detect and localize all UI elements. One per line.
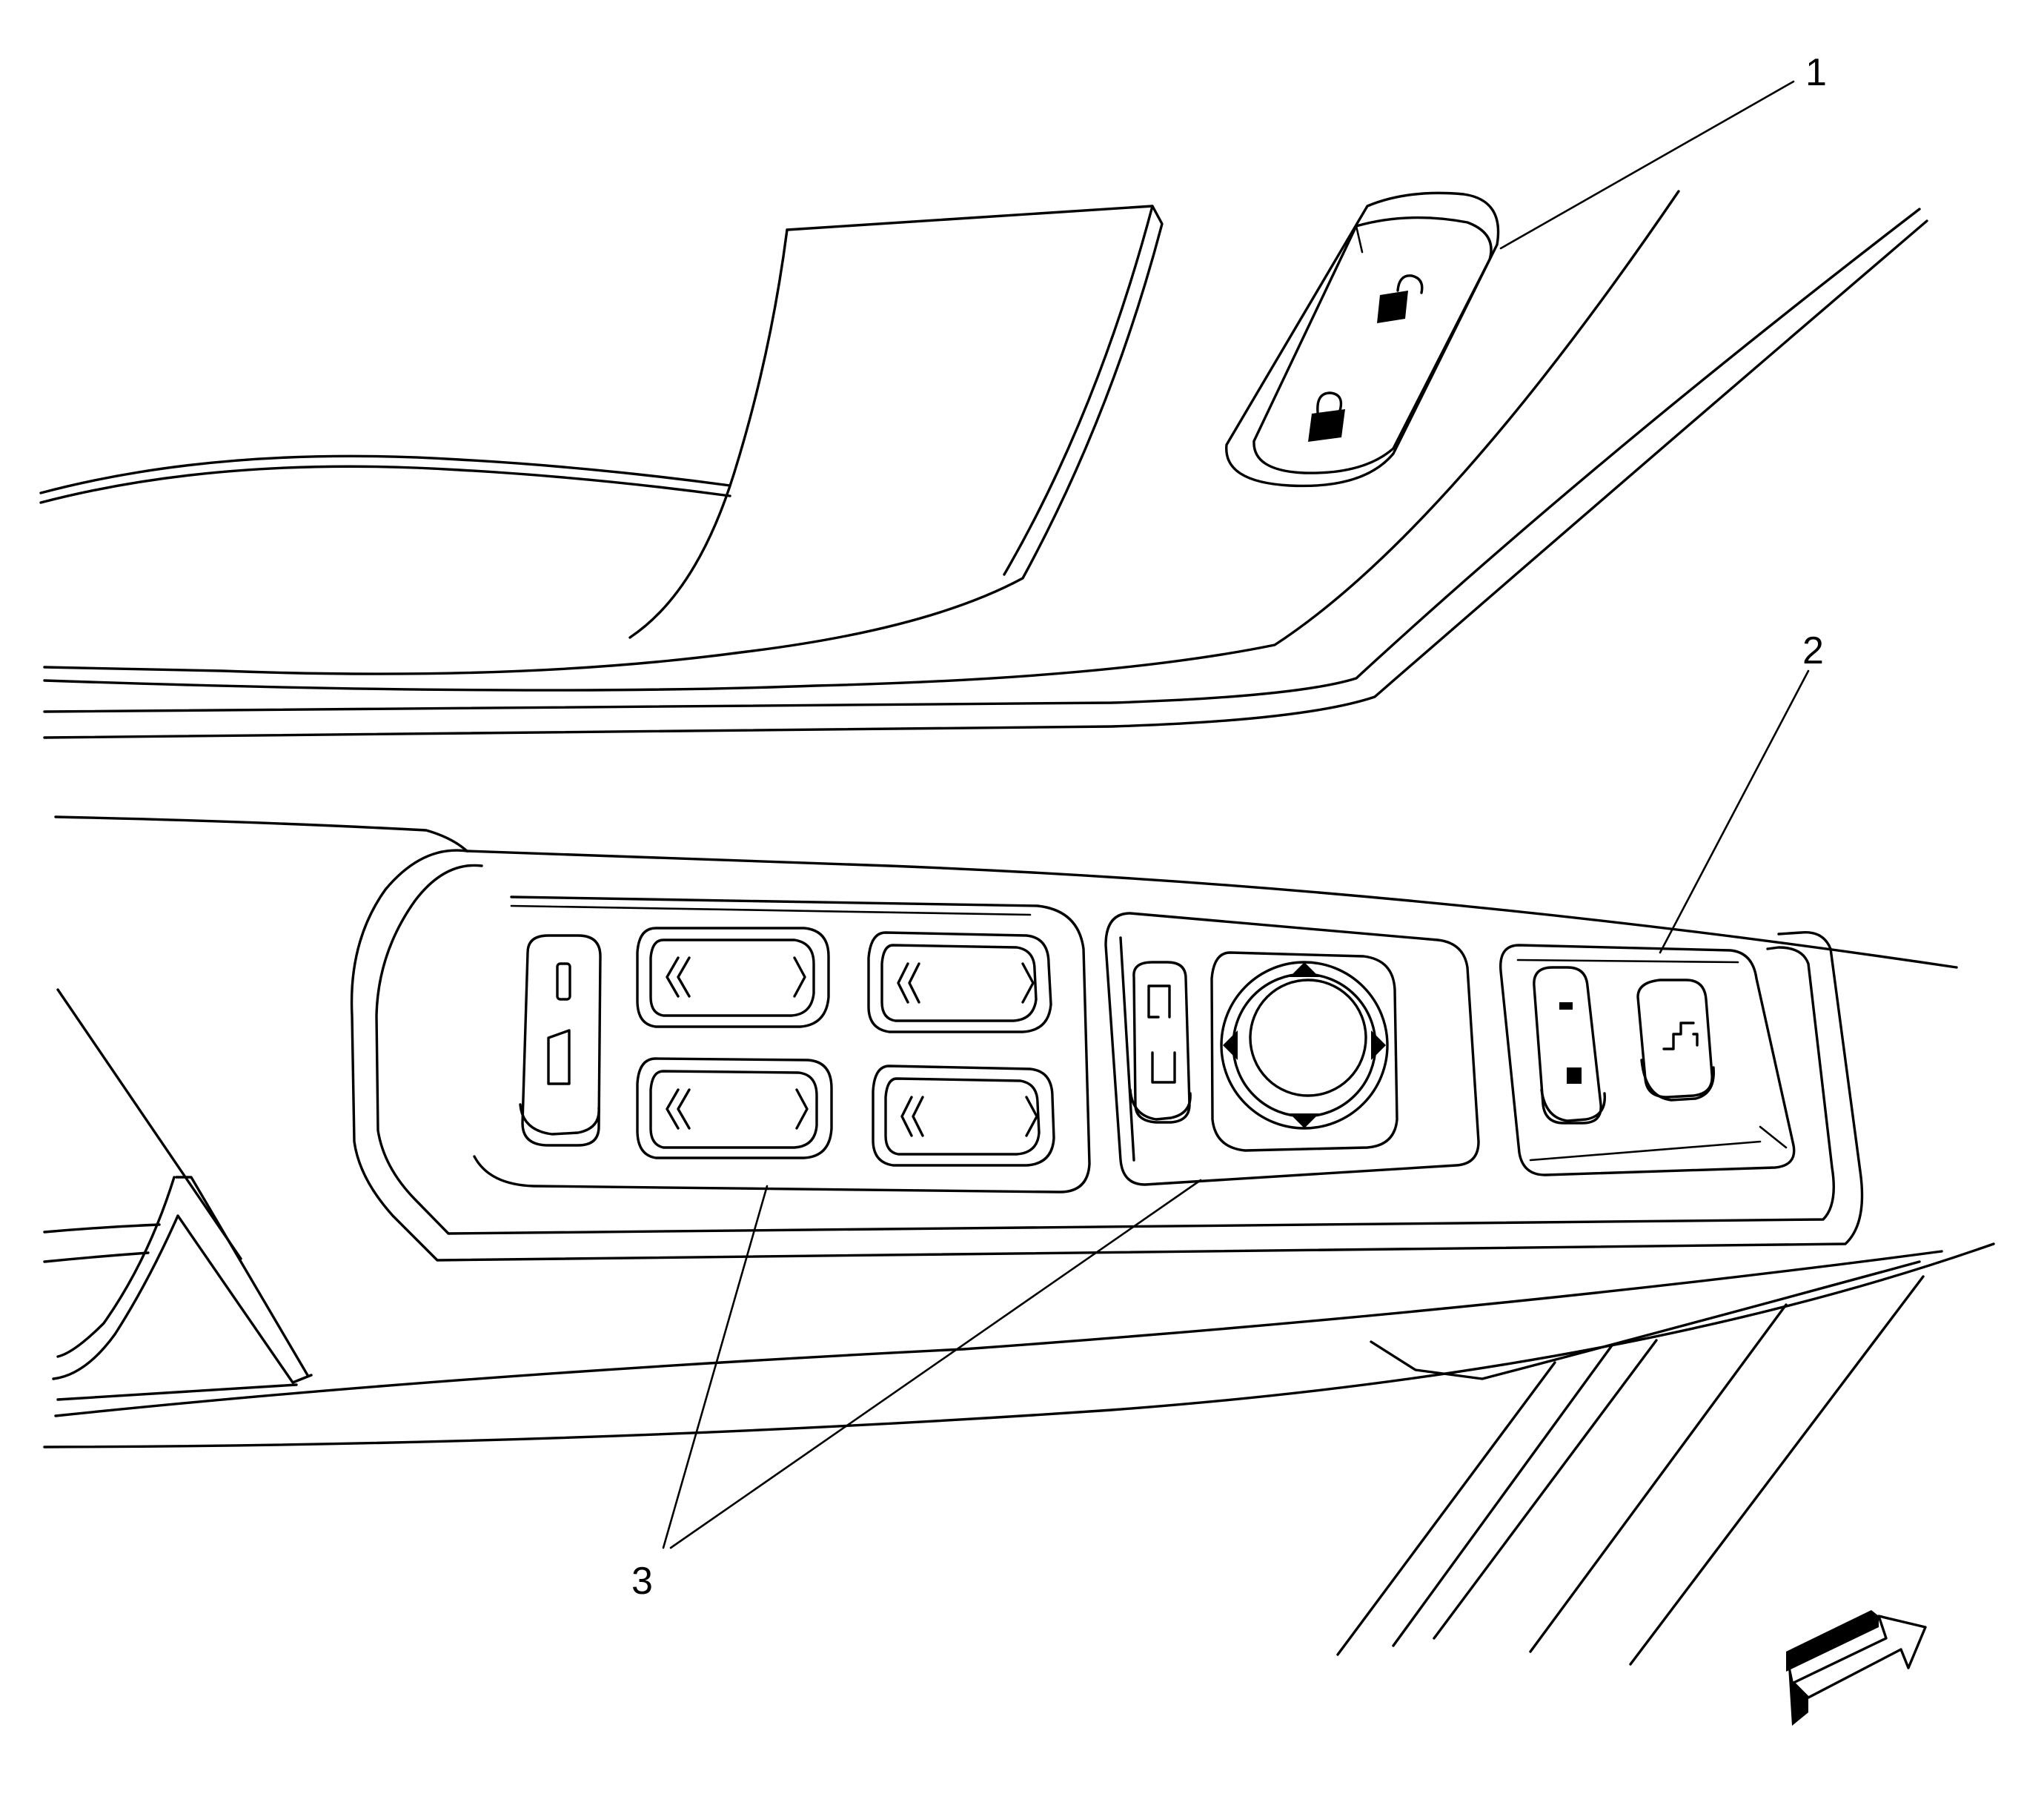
memory-seat-cluster xyxy=(1499,944,1796,1176)
armrest-switch-bezel xyxy=(54,815,1958,1262)
callout-2: 2 xyxy=(1659,629,1824,954)
leader-line-3a xyxy=(662,1185,769,1549)
window-switch-icon xyxy=(666,956,806,998)
window-switch-icon xyxy=(897,962,1035,1004)
door-lock-switch xyxy=(1225,191,1500,488)
seat-position-switch xyxy=(1636,979,1715,1102)
callout-label-2: 2 xyxy=(1802,629,1824,672)
window-switch-left-front xyxy=(636,927,830,1028)
callout-1: 1 xyxy=(1499,51,1827,250)
lock-icon xyxy=(1308,391,1345,442)
window-switch-right-rear xyxy=(872,1065,1055,1167)
mirror-select-icon xyxy=(1147,984,1171,1019)
mirror-joystick xyxy=(1210,951,1398,1152)
window-switch-left-rear xyxy=(636,1057,833,1159)
window-switch-icon xyxy=(666,1088,809,1130)
window-switch-cluster xyxy=(473,895,1091,1193)
window-lockout-icon xyxy=(556,962,571,1001)
unlock-icon xyxy=(1377,274,1424,323)
mirror-select-switch xyxy=(1129,961,1192,1124)
leader-line-3b xyxy=(669,1179,1202,1549)
view-direction-arrow-icon xyxy=(1786,1610,1927,1726)
window-switch-icon xyxy=(900,1096,1038,1137)
callout-3: 3 xyxy=(631,1179,1202,1603)
seat-position-icon xyxy=(1662,1022,1699,1050)
mirror-control-cluster xyxy=(1104,912,1480,1186)
upper-door-trim xyxy=(39,190,1928,739)
window-switch-right-front xyxy=(867,931,1052,1033)
callout-label-3: 3 xyxy=(631,1560,653,1603)
window-lockout-switch xyxy=(519,934,602,1147)
callouts: 1 2 3 xyxy=(631,51,1827,1603)
callout-label-1: 1 xyxy=(1805,51,1827,94)
leader-line-2 xyxy=(1659,669,1810,954)
lower-door-panel xyxy=(43,988,1995,1666)
memory-seat-switch xyxy=(1533,966,1606,1125)
mirror-joystick-icon xyxy=(1223,962,1386,1128)
memory-seat-icon xyxy=(1559,1002,1573,1010)
leader-line-1 xyxy=(1499,80,1795,250)
